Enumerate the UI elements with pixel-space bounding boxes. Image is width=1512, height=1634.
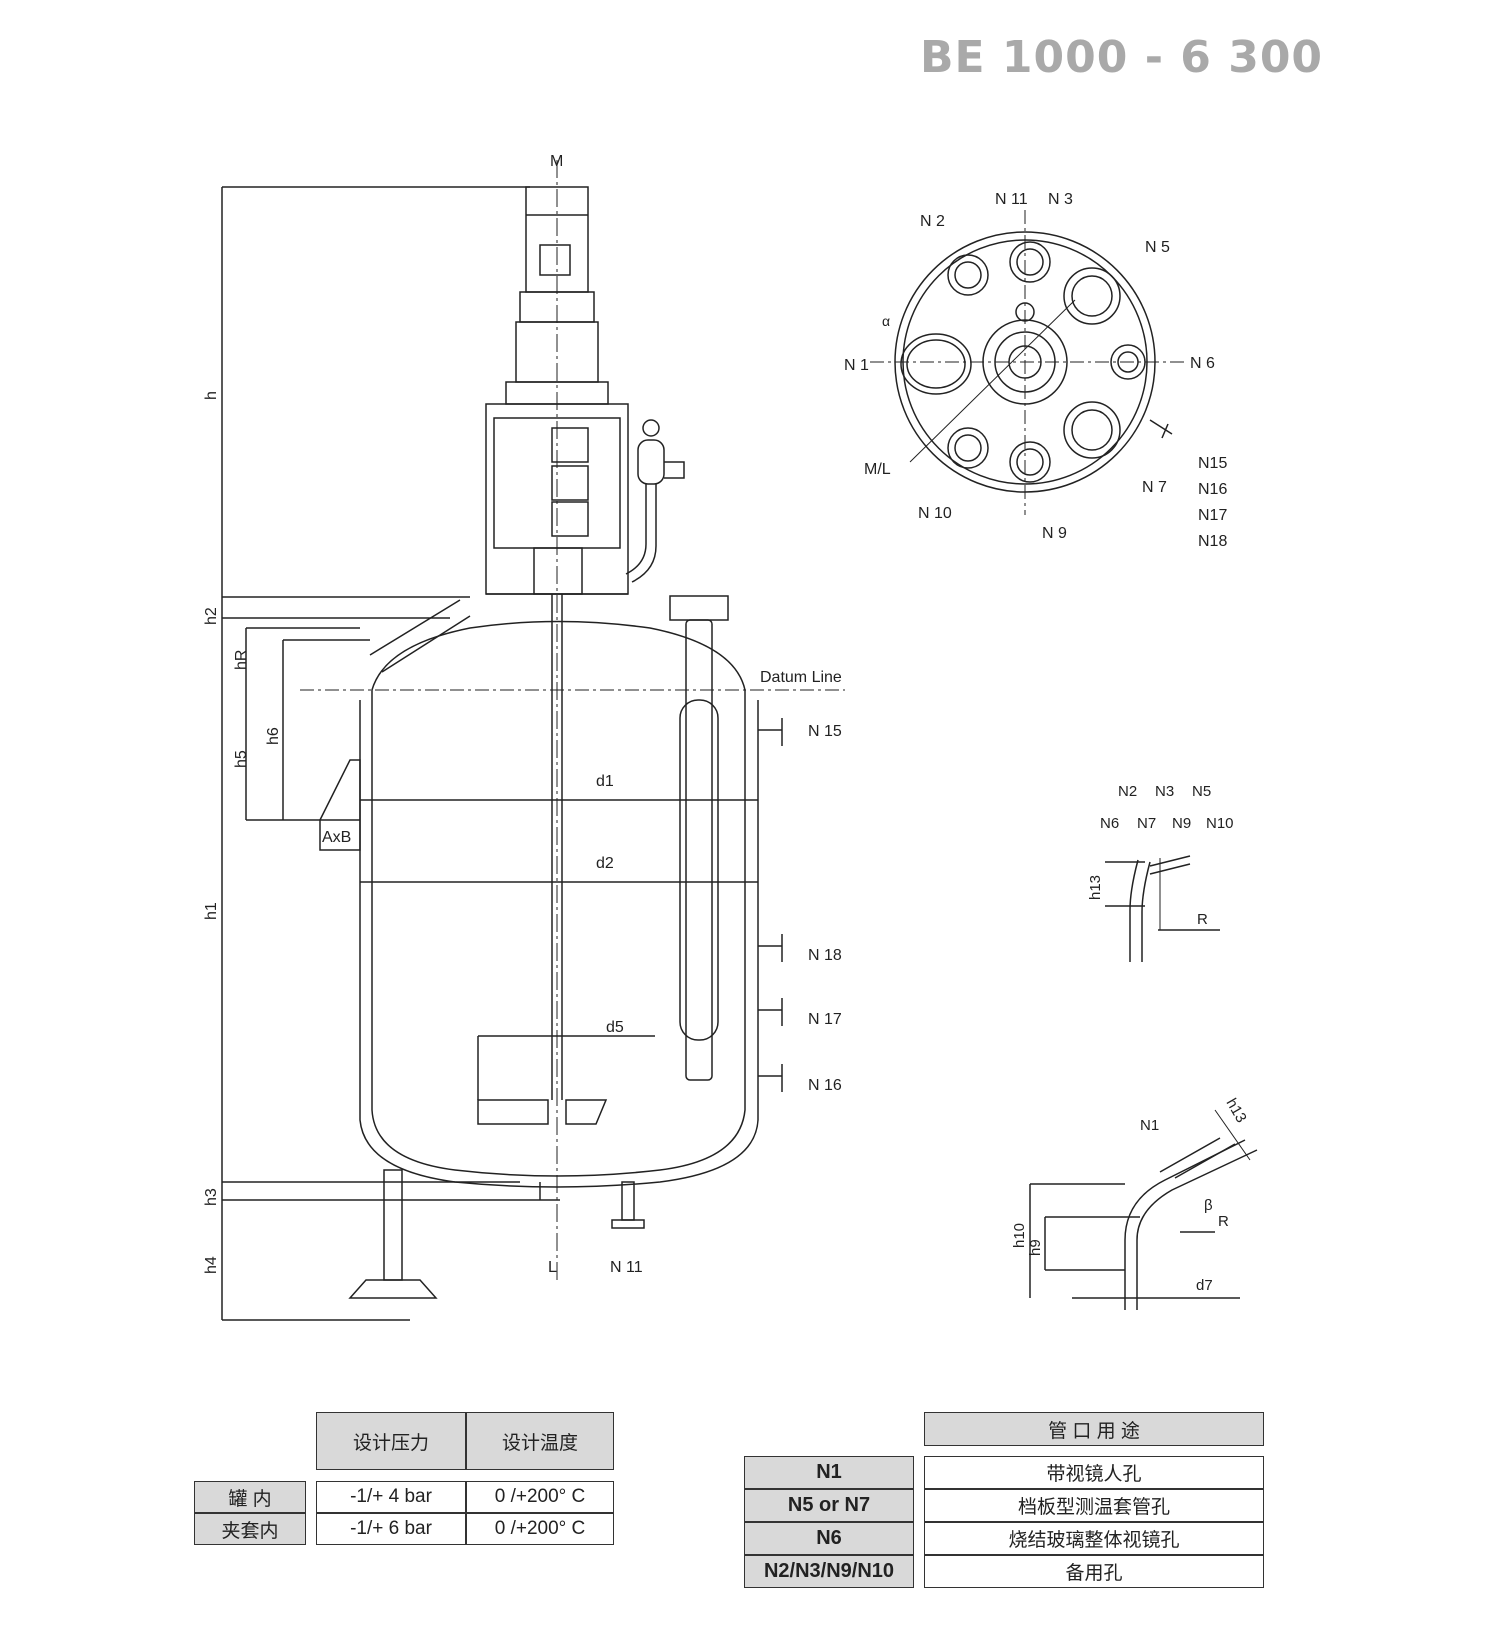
top-n6: N 6 xyxy=(1190,355,1215,372)
design-header-temperature: 设计温度 xyxy=(466,1412,614,1470)
nozzle-table-nozzle: N5 or N7 xyxy=(744,1489,914,1522)
dim-h6: h6 xyxy=(265,727,282,745)
dim-h5: h5 xyxy=(233,750,250,768)
dim-h3: h3 xyxy=(203,1188,220,1206)
top-n18: N18 xyxy=(1198,533,1227,550)
design-header-pressure: 设计压力 xyxy=(316,1412,466,1470)
motor-label: M xyxy=(550,153,563,170)
detail2-h10: h10 xyxy=(1011,1223,1028,1248)
detail1-r: R xyxy=(1197,911,1208,928)
page-title: BE 1000 - 6 300 xyxy=(920,32,1324,83)
nozzle-n16-label: N 16 xyxy=(808,1077,842,1094)
top-n5: N 5 xyxy=(1145,239,1170,256)
design-row-temperature: 0 /+200° C xyxy=(466,1513,614,1545)
top-alpha: α xyxy=(882,313,890,329)
detail1-h13: h13 xyxy=(1087,875,1104,900)
bottom-outlet-label: L xyxy=(548,1259,557,1276)
dim-h1: h1 xyxy=(203,902,220,920)
top-n16: N16 xyxy=(1198,481,1227,498)
dim-h2: h2 xyxy=(203,607,220,625)
top-n15: N15 xyxy=(1198,455,1227,472)
detail2-r: R xyxy=(1218,1213,1229,1230)
detail1-n3: N3 xyxy=(1155,783,1174,800)
dim-hr: hR xyxy=(233,650,250,670)
nozzle-table-use: 备用孔 xyxy=(924,1555,1264,1588)
detail1-n6: N6 xyxy=(1100,815,1119,832)
design-row-pressure: -1/+ 6 bar xyxy=(316,1513,466,1545)
nozzle-n17-label: N 17 xyxy=(808,1011,842,1028)
nozzle-table-nozzle: N2/N3/N9/N10 xyxy=(744,1555,914,1588)
dim-d1: d1 xyxy=(596,773,614,790)
top-n7: N 7 xyxy=(1142,479,1167,496)
top-n3: N 3 xyxy=(1048,191,1073,208)
top-n1: N 1 xyxy=(844,357,869,374)
nozzle-table-use: 档板型测温套管孔 xyxy=(924,1489,1264,1522)
nozzle-table-nozzle: N1 xyxy=(744,1456,914,1489)
nozzle-n11-label: N 11 xyxy=(610,1259,643,1276)
design-row-pressure: -1/+ 4 bar xyxy=(316,1481,466,1513)
top-n10: N 10 xyxy=(918,505,952,522)
design-row-label: 罐 内 xyxy=(194,1481,306,1513)
dim-d5: d5 xyxy=(606,1019,624,1036)
dim-axb: AxB xyxy=(322,829,351,846)
dim-d2: d2 xyxy=(596,855,614,872)
top-n11: N 11 xyxy=(995,191,1028,208)
nozzle-table-use: 烧结玻璃整体视镜孔 xyxy=(924,1522,1264,1555)
detail1-n7: N7 xyxy=(1137,815,1156,832)
detail1-n9: N9 xyxy=(1172,815,1191,832)
nozzle-table-header: 管 口 用 途 xyxy=(924,1412,1264,1446)
detail2-n1: N1 xyxy=(1140,1117,1159,1134)
design-row-label: 夹套内 xyxy=(194,1513,306,1545)
datum-line-label: Datum Line xyxy=(760,669,842,686)
nozzle-n18-label: N 18 xyxy=(808,947,842,964)
top-n17: N17 xyxy=(1198,507,1227,524)
detail2-h13: h13 xyxy=(1223,1096,1250,1126)
design-row-temperature: 0 /+200° C xyxy=(466,1481,614,1513)
detail2-beta: β xyxy=(1204,1197,1213,1214)
nozzle-table-nozzle: N6 xyxy=(744,1522,914,1555)
nozzle-table-use: 带视镜人孔 xyxy=(924,1456,1264,1489)
top-n9: N 9 xyxy=(1042,525,1067,542)
dim-h: h xyxy=(203,391,220,400)
top-n2: N 2 xyxy=(920,213,945,230)
dim-h4: h4 xyxy=(203,1256,220,1274)
detail1-n5: N5 xyxy=(1192,783,1211,800)
detail1-n10: N10 xyxy=(1206,815,1234,832)
detail2-h9: h9 xyxy=(1027,1239,1044,1256)
nozzle-n15-label: N 15 xyxy=(808,723,842,740)
detail2-d7: d7 xyxy=(1196,1277,1213,1294)
top-ml: M/L xyxy=(864,461,891,478)
detail1-n2: N2 xyxy=(1118,783,1137,800)
